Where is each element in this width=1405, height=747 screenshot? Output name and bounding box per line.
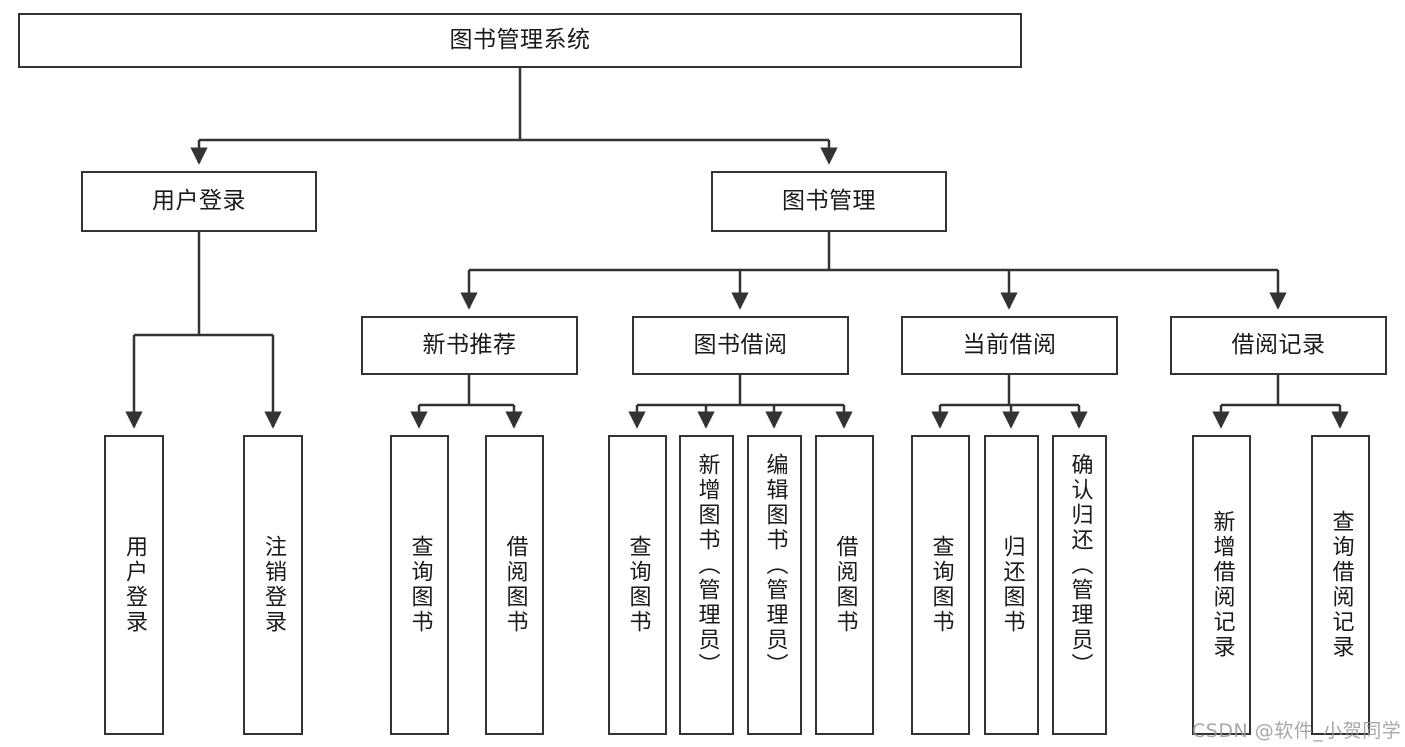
leaf-node-label: 新增借阅记录 [1209, 510, 1235, 660]
leaf-node[interactable]: 借阅图书 [485, 435, 544, 735]
leaf-node[interactable]: 查询借阅记录 [1311, 435, 1370, 735]
leaf-node-label: 查询图书 [928, 535, 954, 635]
leaf-node-label: 编辑图书（管理员） [762, 453, 788, 678]
node-new-book-recommend[interactable]: 新书推荐 [361, 316, 578, 375]
node-current-borrow[interactable]: 当前借阅 [901, 316, 1118, 375]
node-user-login-label: 用户登录 [152, 187, 246, 214]
leaf-node-label: 查询借阅记录 [1328, 510, 1354, 660]
node-root[interactable]: 图书管理系统 [18, 13, 1022, 68]
leaf-node[interactable]: 确认归还（管理员） [1052, 435, 1107, 735]
node-book-borrow-label: 图书借阅 [693, 331, 788, 358]
leaf-node-label: 新增图书（管理员） [694, 453, 720, 678]
node-user-login[interactable]: 用户登录 [81, 171, 317, 232]
leaf-node[interactable]: 查询图书 [911, 435, 970, 735]
leaf-node-label: 借阅图书 [502, 535, 528, 635]
node-new-book-recommend-label: 新书推荐 [422, 331, 517, 358]
csdn-watermark: CSDN @软件_小贺同学 [1192, 720, 1402, 742]
node-borrow-record-label: 借阅记录 [1231, 331, 1326, 358]
leaf-node-label: 借阅图书 [832, 535, 858, 635]
node-current-borrow-label: 当前借阅 [962, 331, 1057, 358]
node-book-management[interactable]: 图书管理 [711, 171, 947, 232]
leaf-node[interactable]: 注销登录 [243, 435, 303, 735]
leaf-node[interactable]: 借阅图书 [815, 435, 874, 735]
leaf-node-label: 查询图书 [407, 535, 433, 635]
leaf-node[interactable]: 归还图书 [984, 435, 1039, 735]
node-root-label: 图书管理系统 [449, 26, 591, 53]
leaf-node-label: 确认归还（管理员） [1067, 453, 1093, 678]
leaf-node-label: 注销登录 [261, 535, 286, 635]
leaf-node-label: 归还图书 [999, 535, 1025, 635]
leaf-node-label: 查询图书 [625, 535, 651, 635]
leaf-node[interactable]: 编辑图书（管理员） [747, 435, 802, 735]
node-book-borrow[interactable]: 图书借阅 [632, 316, 849, 375]
leaf-node[interactable]: 查询图书 [608, 435, 667, 735]
leaf-node[interactable]: 新增借阅记录 [1192, 435, 1251, 735]
leaf-node-label: 用户登录 [122, 535, 147, 635]
leaf-node[interactable]: 用户登录 [104, 435, 164, 735]
node-book-management-label: 图书管理 [782, 187, 876, 214]
leaf-node[interactable]: 查询图书 [390, 435, 449, 735]
node-borrow-record[interactable]: 借阅记录 [1170, 316, 1387, 375]
leaf-node[interactable]: 新增图书（管理员） [679, 435, 734, 735]
